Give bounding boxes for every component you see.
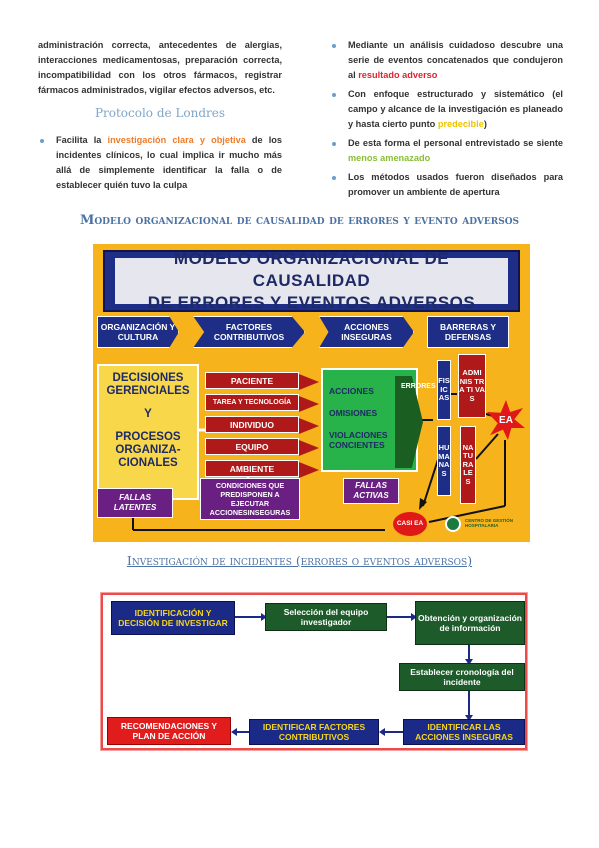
factor-individual: INDIVIDUO bbox=[205, 416, 299, 433]
arrow-icon bbox=[379, 728, 385, 736]
bullet-dot-icon bbox=[332, 142, 336, 146]
arrow-icon bbox=[299, 462, 319, 478]
near-miss-badge: CASI EA bbox=[393, 512, 427, 536]
bullet-highlight: investigación clara y objetiva bbox=[107, 135, 246, 145]
barrier-human: HUMANAS bbox=[437, 426, 451, 496]
bullet-highlight: predecible bbox=[437, 119, 484, 129]
bullet-text: Los métodos usados fueron diseñados para… bbox=[348, 172, 563, 197]
contributing-factors-box: FACTORES CONTRIBUTIVOS bbox=[193, 316, 305, 348]
causality-model-diagram: MODELO ORGANIZACIONAL DE CAUSALIDAD DE E… bbox=[93, 244, 530, 542]
bullet-text: de los incidentes clínicos, lo cual impl… bbox=[56, 135, 282, 190]
factor-patient: PACIENTE bbox=[205, 372, 299, 389]
step-unsafe-actions: IDENTIFICAR LAS ACCIONES INSEGURAS bbox=[403, 719, 525, 745]
barrier-physical: FISICAS bbox=[437, 360, 451, 420]
act-omissions: OMISIONES bbox=[329, 408, 378, 418]
adverse-event-star-icon: EA bbox=[487, 400, 525, 440]
factor-task-technology: TAREA Y TECNOLOGÍA bbox=[205, 394, 299, 411]
header-line-2: DE ERRORES Y EVENTOS ADVERSOS bbox=[147, 293, 476, 312]
list-item: Con enfoque estructurado y sistemático (… bbox=[330, 87, 563, 132]
step-timeline: Establecer cronología del incidente bbox=[399, 663, 525, 691]
protocol-title: Protocolo de Londres bbox=[94, 106, 226, 120]
bullet-text: Facilita la bbox=[56, 135, 108, 145]
bullet-text: ) bbox=[483, 119, 487, 129]
decisions-processes: PROCESOS ORGANIZA-CIONALES bbox=[115, 431, 181, 469]
decisions-and: Y bbox=[144, 408, 152, 420]
bullet-highlight: menos amenazado bbox=[348, 153, 431, 163]
barrier-natural: NATURALES bbox=[460, 426, 476, 504]
unsafe-actions-box: ACCIONES INSEGURAS bbox=[319, 316, 414, 348]
arrow-icon bbox=[299, 396, 319, 412]
act-violations: VIOLACIONES CONCIENTES bbox=[329, 430, 388, 450]
org-culture-box: ORGANIZACIÓN Y CULTURA bbox=[97, 316, 179, 348]
model-section-title: Modelo organizacional de causalidad de e… bbox=[79, 213, 520, 228]
arrow-icon bbox=[231, 728, 237, 736]
unsafe-acts-box: ACCIONES OMISIONES VIOLACIONES CONCIENTE… bbox=[321, 368, 436, 472]
predisposing-conditions-box: CONDICIONES QUE PREDISPONEN A EJECUTAR A… bbox=[200, 478, 300, 520]
management-decisions-box: DECISIONES GERENCIALES Y PROCESOS ORGANI… bbox=[97, 364, 199, 500]
step-contributing-factors: IDENTIFICAR FACTORES CONTRIBUTIVOS bbox=[249, 719, 379, 745]
list-item: De esta forma el personal entrevistado s… bbox=[330, 136, 563, 166]
list-item: Facilita la investigación clara y objeti… bbox=[38, 133, 282, 193]
right-bullet-list: Mediante un análisis cuidadoso descubre … bbox=[330, 38, 563, 200]
factor-team: EQUIPO bbox=[205, 438, 299, 455]
right-column: Mediante un análisis cuidadoso descubre … bbox=[330, 38, 563, 204]
act-actions: ACCIONES bbox=[329, 386, 374, 396]
bullet-dot-icon bbox=[332, 93, 336, 97]
diagram-header: MODELO ORGANIZACIONAL DE CAUSALIDAD DE E… bbox=[103, 249, 520, 312]
step-recommendations: RECOMENDACIONES Y PLAN DE ACCIÓN bbox=[107, 717, 231, 745]
decisions-line: DECISIONES GERENCIALES bbox=[106, 372, 190, 397]
left-column: administración correcta, antecedentes de… bbox=[38, 38, 282, 197]
errors-label: ERRORES bbox=[401, 383, 436, 390]
bullet-text: Mediante un análisis cuidadoso descubre … bbox=[348, 40, 563, 80]
left-bullet-list: Facilita la investigación clara y objeti… bbox=[38, 133, 282, 193]
list-item: Mediante un análisis cuidadoso descubre … bbox=[330, 38, 563, 83]
bullet-text: Con enfoque estructurado y sistemático (… bbox=[348, 89, 563, 129]
step-collect-information: Obtención y organización de información bbox=[415, 601, 525, 645]
intro-paragraph: administración correcta, antecedentes de… bbox=[38, 40, 282, 95]
bullet-dot-icon bbox=[40, 139, 44, 143]
active-failures-box: FALLAS ACTIVAS bbox=[343, 478, 399, 504]
bullet-dot-icon bbox=[332, 176, 336, 180]
list-item: Los métodos usados fueron diseñados para… bbox=[330, 170, 563, 200]
barrier-administrative: ADMI NIS TRA TI VAS bbox=[458, 354, 486, 418]
latent-failures-box: FALLAS LATENTES bbox=[97, 488, 173, 518]
hospital-logo-icon bbox=[445, 516, 461, 532]
bullet-highlight: resultado adverso bbox=[358, 70, 438, 80]
arrow-icon bbox=[299, 374, 319, 390]
logo-text: CENTRO DE GESTIÓN HOSPITALARIA bbox=[465, 518, 514, 528]
bullet-text: De esta forma el personal entrevistado s… bbox=[348, 138, 563, 148]
bullet-dot-icon bbox=[332, 44, 336, 48]
step-identify-decide: IDENTIFICACIÓN Y DECISIÓN DE INVESTIGAR bbox=[111, 601, 235, 635]
arrow-icon bbox=[299, 440, 319, 456]
barriers-box: BARRERAS Y DEFENSAS bbox=[427, 316, 509, 348]
arrow-icon bbox=[299, 418, 319, 434]
header-line-1: MODELO ORGANIZACIONAL DE CAUSALIDAD bbox=[173, 249, 450, 290]
step-select-team: Selección del equipo investigador bbox=[265, 603, 387, 631]
factor-environment: AMBIENTE bbox=[205, 460, 299, 477]
investigation-section-title: Investigación de incidentes (errores o e… bbox=[126, 553, 473, 568]
investigation-flow-diagram: IDENTIFICACIÓN Y DECISIÓN DE INVESTIGAR … bbox=[101, 593, 527, 750]
